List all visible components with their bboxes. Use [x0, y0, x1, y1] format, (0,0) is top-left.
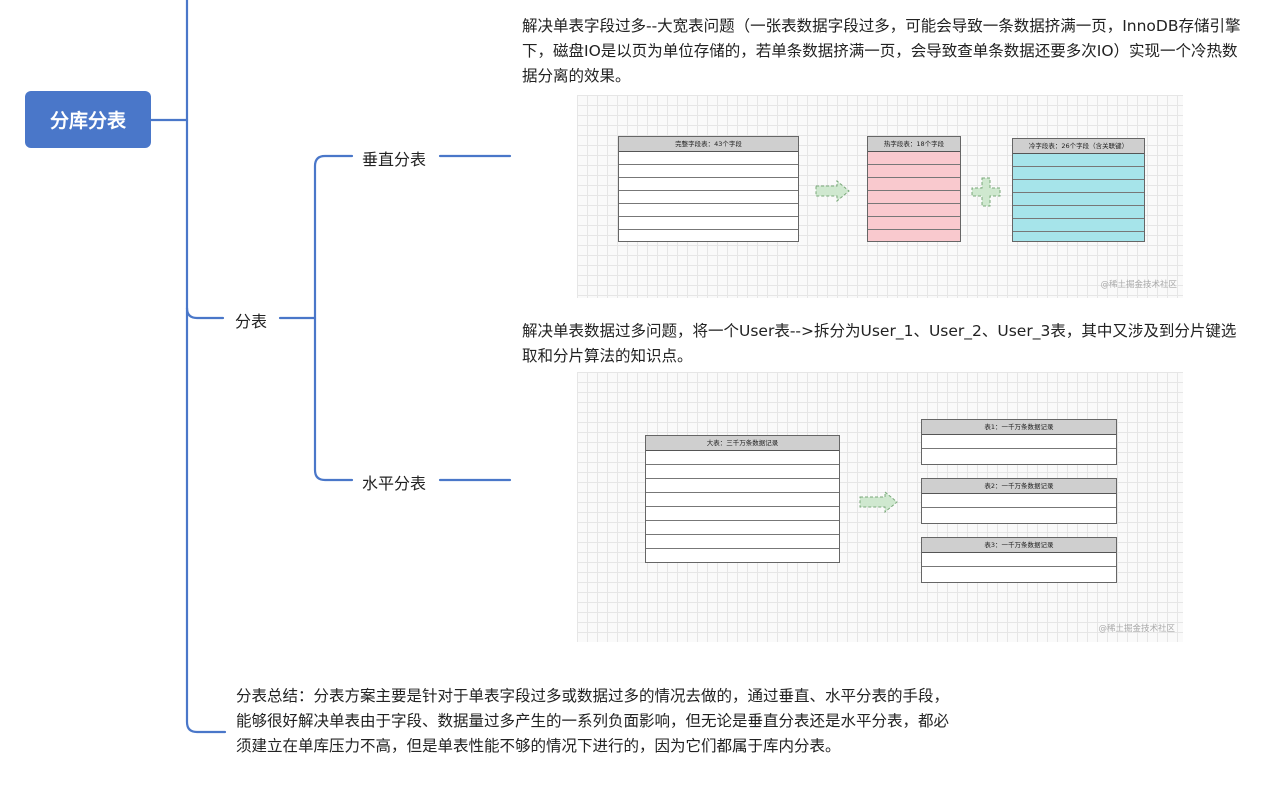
- vertical-image-watermark: @稀土掘金技术社区: [1100, 280, 1177, 290]
- shard-table-2: 表2：一千万条数据记录: [921, 478, 1117, 524]
- shard-table-1: 表1：一千万条数据记录: [921, 419, 1117, 465]
- horizontal-split-connector: [313, 316, 354, 482]
- horizontal-image-watermark: @稀土掘金技术社区: [1098, 624, 1175, 634]
- hot-field-table-header: 热字段表：18个字段: [868, 137, 960, 152]
- full-field-table: 完整字段表：43个字段: [618, 136, 799, 242]
- big-table-header: 大表：三千万条数据记录: [646, 436, 839, 451]
- vertical-split-connector: [313, 154, 354, 320]
- horizontal-split-note: 解决单表数据过多问题，将一个User表-->拆分为User_1、User_2、U…: [522, 322, 1237, 365]
- full-field-table-header: 完整字段表：43个字段: [619, 137, 798, 152]
- cold-field-table-header: 冷字段表：26个字段（含关联键）: [1013, 139, 1144, 154]
- horizontal-split-image: 大表：三千万条数据记录 表1：一千万条数据记录 表2：一千万条数据记录 表3：一…: [577, 372, 1183, 642]
- big-table: 大表：三千万条数据记录: [645, 435, 840, 563]
- trunk-to-summary-connector: [185, 0, 227, 734]
- right-arrow-icon: [815, 180, 850, 202]
- plus-icon: [971, 177, 1001, 207]
- root-label: 分库分表: [49, 110, 126, 132]
- hot-field-table: 热字段表：18个字段: [867, 136, 961, 242]
- child-node-vertical-split[interactable]: 垂直分表: [362, 146, 426, 170]
- shard-table-3-header: 表3：一千万条数据记录: [922, 538, 1116, 553]
- branch-label: 分表: [235, 312, 268, 331]
- vertical-split-label: 垂直分表: [362, 150, 427, 169]
- vertical-split-image: 完整字段表：43个字段 热字段表：18个字段 冷字段表：26个字段（含关联键） …: [577, 95, 1183, 298]
- cold-field-table: 冷字段表：26个字段（含关联键）: [1012, 138, 1145, 242]
- shard-table-3: 表3：一千万条数据记录: [921, 537, 1117, 583]
- split-arrow-icon: [859, 491, 898, 513]
- root-node[interactable]: 分库分表: [25, 91, 151, 148]
- branch-connector: [185, 306, 225, 320]
- horizontal-split-label: 水平分表: [362, 474, 427, 493]
- summary-note: 分表总结：分表方案主要是针对于单表字段过多或数据过多的情况去做的，通过垂直、水平…: [236, 687, 950, 755]
- vertical-split-note: 解决单表字段过多--大宽表问题（一张表数据字段过多，可能会导致一条数据挤满一页，…: [522, 17, 1241, 85]
- shard-table-1-header: 表1：一千万条数据记录: [922, 420, 1116, 435]
- branch-node-split-table[interactable]: 分表: [235, 308, 267, 332]
- child-node-horizontal-split[interactable]: 水平分表: [362, 470, 426, 494]
- shard-table-2-header: 表2：一千万条数据记录: [922, 479, 1116, 494]
